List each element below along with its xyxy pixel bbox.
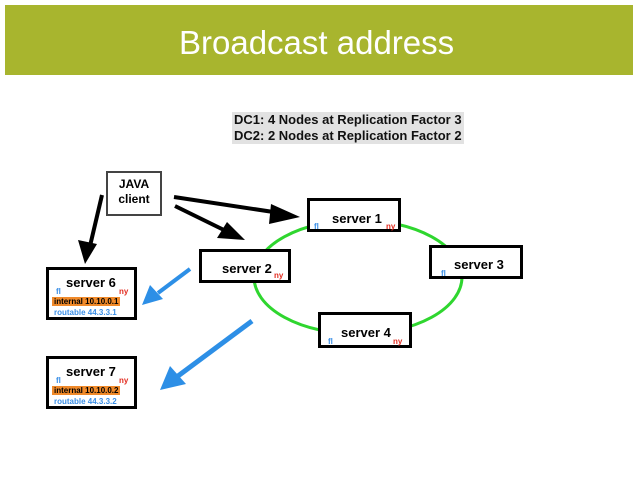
- server-6-routable: routable 44.3.3.1: [54, 308, 117, 317]
- server-7-internal: internal 10.10.0.2: [52, 386, 121, 395]
- server-7-name: server 7: [66, 364, 116, 379]
- server-7-fl: fl: [56, 376, 61, 385]
- arrow-server2-to-server6: [142, 267, 192, 305]
- slide-title: Broadcast address: [179, 24, 455, 61]
- server-4-name: server 4: [341, 325, 391, 340]
- java-client-line2: client: [118, 192, 150, 206]
- server-6-ny: ny: [119, 287, 129, 296]
- server-2-ny: ny: [274, 271, 284, 280]
- arrow-client-to-server6: [78, 194, 104, 264]
- server-3-box: server 3 fl: [429, 245, 523, 279]
- arrow-to-server7: [160, 318, 254, 390]
- server-7-ny: ny: [119, 376, 129, 385]
- server-1-name: server 1: [332, 211, 382, 226]
- dc1-description: DC1: 4 Nodes at Replication Factor 3: [234, 112, 462, 127]
- server-7-routable: routable 44.3.3.2: [54, 397, 117, 406]
- server-6-box: server 6 fl ny internal 10.10.0.1 routab…: [46, 267, 137, 320]
- server-1-box: server 1 fl ny: [307, 198, 401, 232]
- server-3-name: server 3: [454, 257, 504, 272]
- server-2-name: server 2: [222, 261, 272, 276]
- server-6-internal: internal 10.10.0.1: [52, 297, 121, 306]
- server-1-ny: ny: [386, 222, 396, 231]
- server-6-fl: fl: [56, 287, 61, 296]
- server-4-ny: ny: [393, 337, 403, 346]
- arrow-client-to-server2: [174, 204, 245, 240]
- java-client-line1: JAVA: [118, 177, 150, 191]
- server-3-fl: fl: [441, 269, 446, 278]
- dc-description: DC1: 4 Nodes at Replication Factor 3 DC2…: [232, 112, 464, 144]
- server-1-fl: fl: [314, 222, 319, 231]
- server-2-box: server 2 ny: [199, 249, 291, 283]
- java-client-box: JAVA client: [106, 171, 162, 216]
- server-6-name: server 6: [66, 275, 116, 290]
- dc2-description: DC2: 2 Nodes at Replication Factor 2: [234, 128, 462, 143]
- server-4-fl: fl: [328, 337, 333, 346]
- title-bar: Broadcast address: [5, 5, 633, 75]
- server-7-box: server 7 fl ny internal 10.10.0.2 routab…: [46, 356, 137, 409]
- server-4-box: server 4 fl ny: [318, 312, 412, 348]
- arrow-client-to-server1: [173, 195, 300, 224]
